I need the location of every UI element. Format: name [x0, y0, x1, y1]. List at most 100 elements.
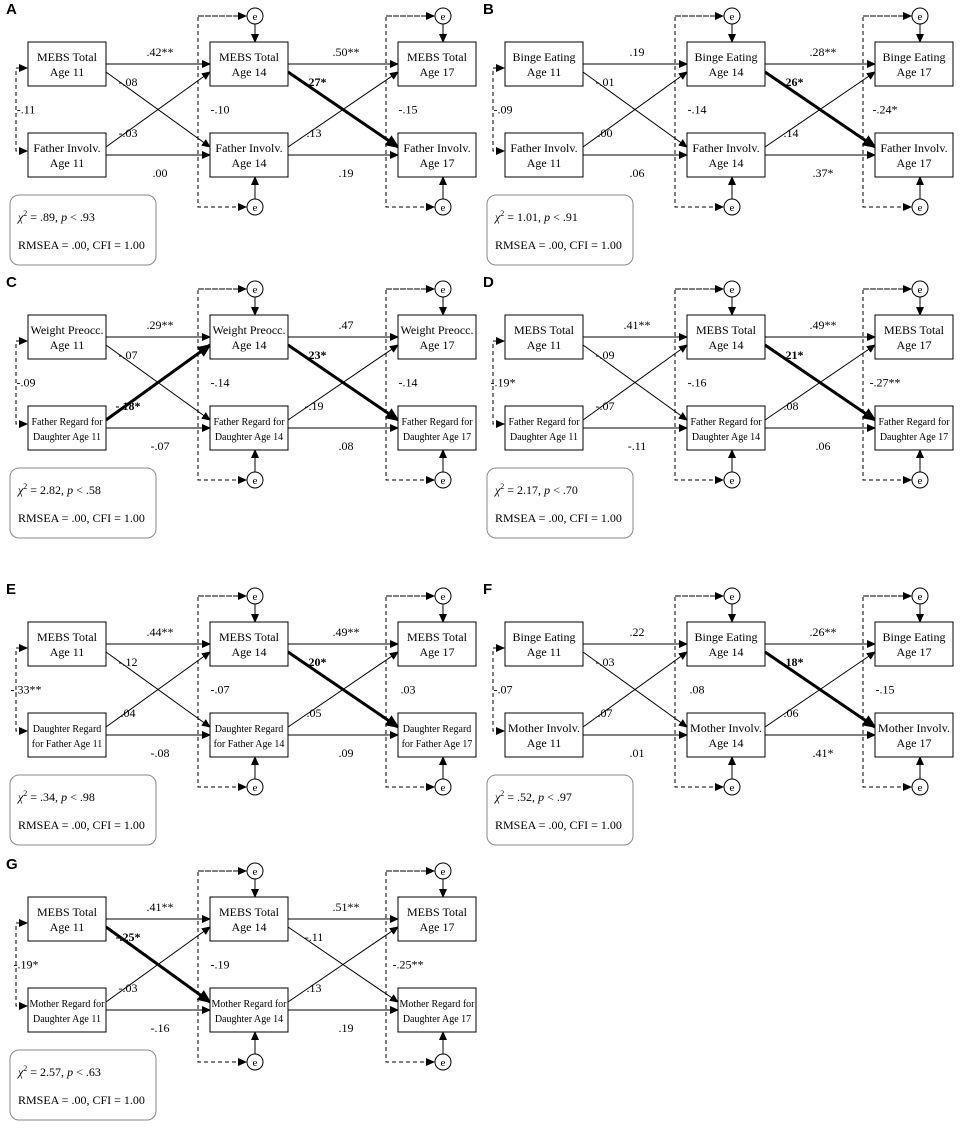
variable-label-line1: Daughter Regard — [33, 724, 102, 735]
error-term-label: e — [730, 591, 735, 603]
variable-label-line1: Mother Involv. — [878, 721, 950, 735]
coef-residual-17: -.15 — [399, 103, 418, 117]
variable-label-line1: MEBS Total — [407, 50, 468, 64]
variable-label-line1: Binge Eating — [695, 50, 758, 64]
path-cross-bot11-top14 — [582, 651, 688, 728]
variable-label-line2: Age 17 — [897, 65, 932, 79]
rmsea-cfi-line: RMSEA = .00, CFI = 1.00 — [18, 1093, 145, 1107]
variable-box — [397, 314, 477, 360]
variable-box — [209, 314, 289, 360]
variable-label-line2: Age 17 — [420, 338, 455, 352]
coef-cross-bot14-top17: .08 — [784, 399, 799, 413]
coef-cross-top11-bot14: -.25* — [116, 930, 141, 944]
rmsea-cfi-line: RMSEA = .00, CFI = 1.00 — [495, 511, 622, 525]
coef-top-14-17: .51** — [333, 900, 360, 914]
variable-label-line1: Mother Involv. — [508, 721, 580, 735]
coef-bot-11-14: .06 — [630, 166, 645, 180]
variable-label-line2: for Father Age 14 — [214, 739, 285, 750]
coef-residual-14: -.14 — [688, 103, 707, 117]
path-cross-bot14-top17 — [764, 71, 876, 148]
variable-label-line1: MEBS Total — [219, 630, 280, 644]
variable-label-line2: Age 14 — [232, 920, 267, 934]
chi-square-line: χ2 = .52, p < .97 — [494, 789, 572, 804]
coef-residual-17: -.27** — [870, 376, 901, 390]
error-term-label: e — [253, 284, 258, 296]
variable-label-line1: Binge Eating — [695, 630, 758, 644]
variable-label-line1: MEBS Total — [696, 323, 757, 337]
variable-label-line1: Father Regard for — [401, 417, 473, 428]
correlation-age-11 — [15, 922, 28, 1010]
variable-box — [686, 712, 766, 758]
path-cross-bot14-top17 — [287, 344, 399, 421]
coef-cross-top14-bot17: -.23* — [302, 348, 327, 362]
rmsea-cfi-line: RMSEA = .00, CFI = 1.00 — [18, 511, 145, 525]
variable-label-line2: Age 17 — [420, 920, 455, 934]
error-term-label: e — [253, 1057, 258, 1069]
path-cross-bot11-top14 — [105, 651, 211, 728]
rmsea-cfi-line: RMSEA = .00, CFI = 1.00 — [18, 238, 145, 252]
variable-label-line2: Age 14 — [232, 338, 267, 352]
variable-label-line2: Daughter Age 14 — [215, 1014, 283, 1025]
error-term-label: e — [730, 475, 735, 487]
variable-box — [27, 314, 107, 360]
variable-box — [397, 621, 477, 667]
variable-label-line2: Age 17 — [897, 338, 932, 352]
variable-label-line1: Father Involv. — [880, 141, 947, 155]
variable-label-line2: Age 17 — [897, 736, 932, 750]
error-term-label: e — [730, 11, 735, 23]
variable-label-line2: Age 17 — [420, 645, 455, 659]
variable-label-line2: Age 14 — [709, 65, 744, 79]
coef-top-11-14: .44** — [147, 625, 174, 639]
variable-label-line1: Daughter Regard — [215, 724, 284, 735]
variable-label-line2: Age 17 — [420, 156, 455, 170]
chi-square-line: χ2 = .89, p < .93 — [17, 209, 95, 224]
panel-label: D — [483, 274, 494, 291]
coef-cross-bot11-top14: .00 — [598, 126, 613, 140]
variable-box — [874, 132, 954, 178]
coef-top-11-14: .42** — [147, 45, 174, 59]
variable-label-line1: Binge Eating — [513, 50, 576, 64]
variable-label-line1: Binge Eating — [513, 630, 576, 644]
variable-box — [874, 41, 954, 87]
variable-label-line2: Age 14 — [232, 65, 267, 79]
coef-cross-top11-bot14: -.07 — [119, 348, 138, 362]
variable-label-line1: MEBS Total — [37, 50, 98, 64]
variable-box — [504, 621, 584, 667]
variable-label-line1: Father Involv. — [510, 141, 577, 155]
coef-residual-17: -.14 — [399, 376, 418, 390]
variable-label-line1: Weight Preocc. — [400, 323, 473, 337]
variable-label-line2: Age 11 — [527, 156, 562, 170]
variable-label-line1: Mother Regard for — [212, 999, 288, 1010]
coef-bot-11-14: .01 — [630, 746, 645, 760]
variable-label-line1: MEBS Total — [407, 905, 468, 919]
path-cross-bot14-top17 — [287, 71, 399, 148]
coef-cross-top14-bot17: -.11 — [305, 930, 324, 944]
coef-bot-14-17: .19 — [339, 1021, 354, 1035]
fit-statistics-box — [9, 1049, 157, 1121]
chi-square-line: χ2 = 2.17, p < .70 — [494, 482, 578, 497]
variable-label-line2: Age 11 — [50, 338, 85, 352]
error-term-label: e — [730, 284, 735, 296]
coef-residual-14: -.14 — [211, 376, 230, 390]
coef-top-14-17: .26** — [810, 625, 837, 639]
coef-cross-top11-bot14: -.08 — [119, 75, 138, 89]
coef-cross-top11-bot14: -.12 — [119, 655, 138, 669]
variable-box — [209, 621, 289, 667]
variable-box — [397, 132, 477, 178]
variable-box — [874, 621, 954, 667]
coef-cross-top14-bot17: -.20* — [302, 655, 327, 669]
coef-top-14-17: .49** — [810, 318, 837, 332]
variable-label-line1: MEBS Total — [37, 630, 98, 644]
rmsea-cfi-line: RMSEA = .00, CFI = 1.00 — [495, 818, 622, 832]
variable-label-line2: Daughter Age 11 — [510, 432, 578, 443]
coef-residual-14: -.10 — [211, 103, 230, 117]
path-cross-bot11-top14 — [105, 71, 211, 148]
variable-label-line1: MEBS Total — [37, 905, 98, 919]
coef-correlation-11: -.09 — [17, 376, 36, 390]
variable-label-line2: Daughter Age 14 — [692, 432, 760, 443]
coef-cross-bot11-top14: -.18* — [116, 399, 141, 413]
error-term-label: e — [918, 591, 923, 603]
coef-cross-bot11-top14: .04 — [121, 706, 136, 720]
